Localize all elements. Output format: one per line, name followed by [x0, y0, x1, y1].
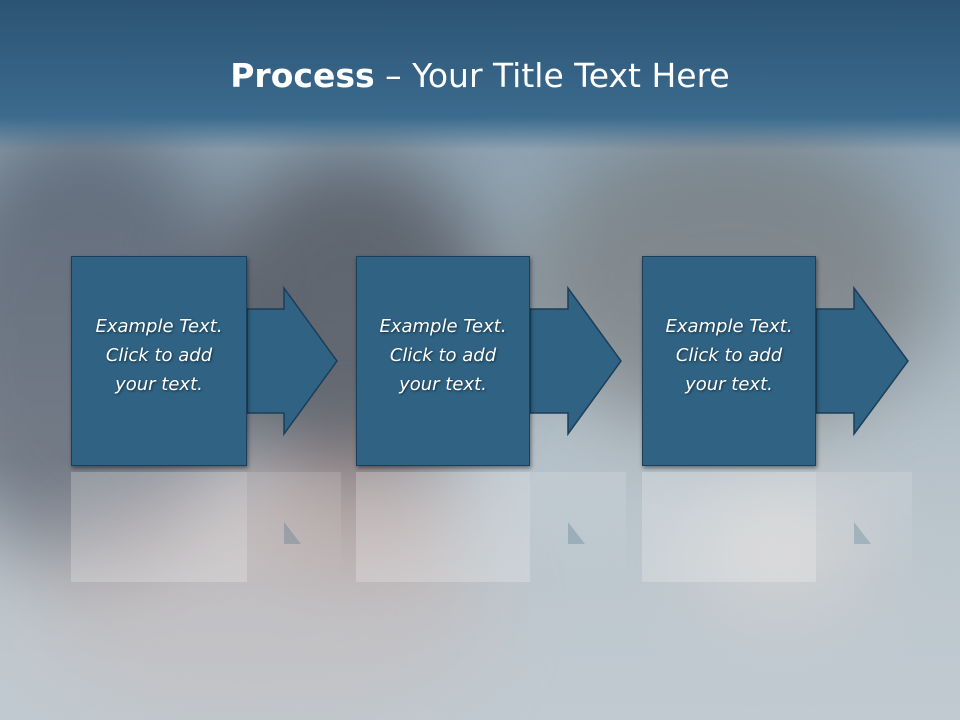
- step-text-line-1: Example Text.: [379, 316, 507, 337]
- process-step-3[interactable]: Example Text. Click to add your text.: [642, 256, 912, 468]
- step-text-line-2: Click to add: [105, 345, 213, 366]
- step-box: [71, 256, 247, 466]
- slide-title[interactable]: Process – Your Title Text Here: [0, 54, 960, 98]
- right-arrow-icon: [246, 285, 338, 437]
- step-text-line-3: your text.: [685, 374, 773, 395]
- title-bar: [0, 0, 960, 150]
- step-text[interactable]: Example Text. Click to add your text.: [648, 312, 810, 399]
- step-text[interactable]: Example Text. Click to add your text.: [362, 312, 524, 399]
- step-text-line-2: Click to add: [389, 345, 497, 366]
- process-step-2[interactable]: Example Text. Click to add your text.: [356, 256, 626, 468]
- process-step-1[interactable]: Example Text. Click to add your text.: [71, 256, 341, 468]
- step-text-line-1: Example Text.: [95, 316, 223, 337]
- step-text-line-2: Click to add: [675, 345, 783, 366]
- step-text-line-3: your text.: [115, 374, 203, 395]
- title-bold-part: Process: [230, 56, 375, 95]
- step-text[interactable]: Example Text. Click to add your text.: [77, 312, 241, 399]
- step-box: [356, 256, 530, 466]
- right-arrow-icon: [815, 285, 909, 437]
- step-box: [642, 256, 816, 466]
- step-text-line-1: Example Text.: [665, 316, 793, 337]
- right-arrow-icon: [529, 285, 622, 437]
- step-text-line-3: your text.: [399, 374, 487, 395]
- title-rest-part: – Your Title Text Here: [374, 56, 730, 95]
- background-fade: [0, 460, 960, 720]
